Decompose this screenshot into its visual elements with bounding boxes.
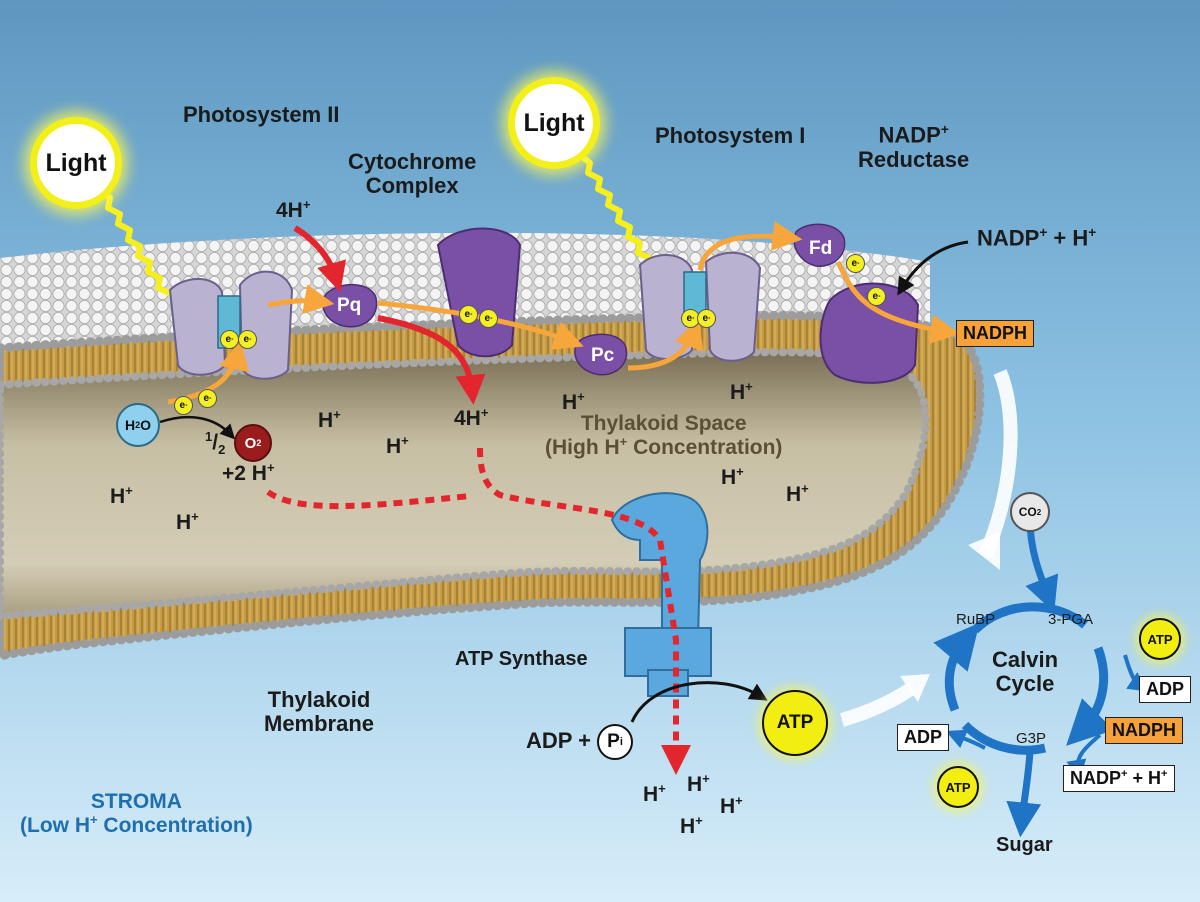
atp-synthase	[610, 492, 712, 697]
electron-icon: e-	[846, 254, 865, 273]
adp-plus-label: ADP +	[526, 728, 592, 753]
atp-input-icon: ATP	[1139, 618, 1181, 660]
nadph-product-box: NADPH	[956, 320, 1035, 347]
four-h-bottom-label: 4H+	[454, 405, 489, 430]
sugar-label: Sugar	[996, 834, 1053, 856]
photosystem-ii-complex	[168, 270, 294, 380]
nadp-reductase-complex	[819, 282, 920, 384]
thylakoid-space-label: Thylakoid Space (High H+ Concentration)	[545, 412, 783, 460]
electron-icon: e-	[220, 330, 239, 349]
water-split-arrow	[159, 415, 236, 440]
light-icon-1: Light	[30, 117, 122, 209]
light-icon-2: Light	[508, 77, 600, 169]
atp-synthesis-arrow	[630, 681, 768, 723]
electron-path-4	[627, 318, 704, 371]
g3p-label: G3P	[1016, 730, 1047, 747]
nadph-to-calvin-arrow	[978, 369, 1018, 558]
electron-icon: e-	[174, 396, 193, 415]
h-ion: H+	[110, 483, 133, 508]
nadp-h-output-box: NADP+ + H+	[1063, 765, 1175, 792]
h-ion: H+	[562, 389, 585, 414]
half-fraction-label: 1/2	[205, 429, 226, 458]
atp-product-icon: ATP	[762, 690, 828, 756]
h-ion: H+	[176, 509, 199, 534]
calvin-cycle-label: Calvin Cycle	[992, 647, 1059, 697]
h-ion: H+	[730, 379, 753, 404]
atp-to-calvin-arrow	[840, 682, 917, 727]
fd-carrier	[793, 223, 846, 267]
nadph-input-box: NADPH	[1105, 717, 1184, 744]
h-ion: H+	[643, 781, 666, 806]
rubp-label: RuBP	[956, 611, 996, 628]
cytochrome-complex	[436, 227, 522, 358]
proton-arrow-in	[293, 225, 347, 293]
nadp-h-input-label: NADP+ + H+	[977, 225, 1097, 251]
atp-synthase-label: ATP Synthase	[455, 648, 588, 670]
light-ray-1	[98, 187, 174, 297]
atp-input-icon: ATP	[937, 766, 979, 808]
h-ion: H+	[721, 464, 744, 489]
h-ion: H+	[386, 433, 409, 458]
plus-two-h-label: +2 H+	[222, 460, 275, 485]
h-ion: H+	[318, 407, 341, 432]
electron-path-2	[267, 284, 335, 314]
fd-label: Fd	[809, 238, 833, 259]
proton-arrow-out	[377, 315, 486, 405]
pga-label: 3-PGA	[1048, 611, 1094, 628]
electron-icon: e-	[697, 309, 716, 328]
cytochrome-complex-label: Cytochrome Complex	[348, 149, 477, 199]
electron-icon: e-	[681, 309, 700, 328]
sugar-output-arrow	[1006, 751, 1042, 838]
h-ion: H+	[720, 793, 743, 818]
pc-label: Pc	[591, 345, 615, 366]
photosystem-ii-label: Photosystem II	[183, 102, 340, 127]
proton-gradient-path	[266, 447, 676, 760]
electron-path-5	[697, 221, 803, 271]
thylakoid-membrane-label: Thylakoid Membrane	[264, 687, 375, 737]
adp-output-box: ADP	[1139, 676, 1192, 703]
h-ion: H+	[687, 771, 710, 796]
electron-icon: e-	[238, 330, 257, 349]
electron-icon: e-	[198, 389, 217, 408]
electron-icon: e-	[867, 287, 886, 306]
h-ion: H+	[680, 813, 703, 838]
stroma-label: STROMA (Low H+ Concentration)	[20, 790, 253, 838]
electron-path-6	[835, 260, 961, 345]
pq-label: Pq	[337, 295, 362, 316]
nadp-reductase-label: NADP+ Reductase	[858, 122, 970, 172]
four-h-top-label: 4H+	[276, 197, 311, 222]
nadp-input-arrow	[897, 240, 969, 296]
electron-icon: e-	[459, 305, 478, 324]
pc-carrier	[574, 333, 628, 376]
h-ion: H+	[786, 481, 809, 506]
light-ray-2	[578, 152, 654, 262]
adp-output-box: ADP	[897, 724, 950, 751]
electron-icon: e-	[479, 309, 498, 328]
photosystem-i-label: Photosystem I	[655, 123, 806, 148]
